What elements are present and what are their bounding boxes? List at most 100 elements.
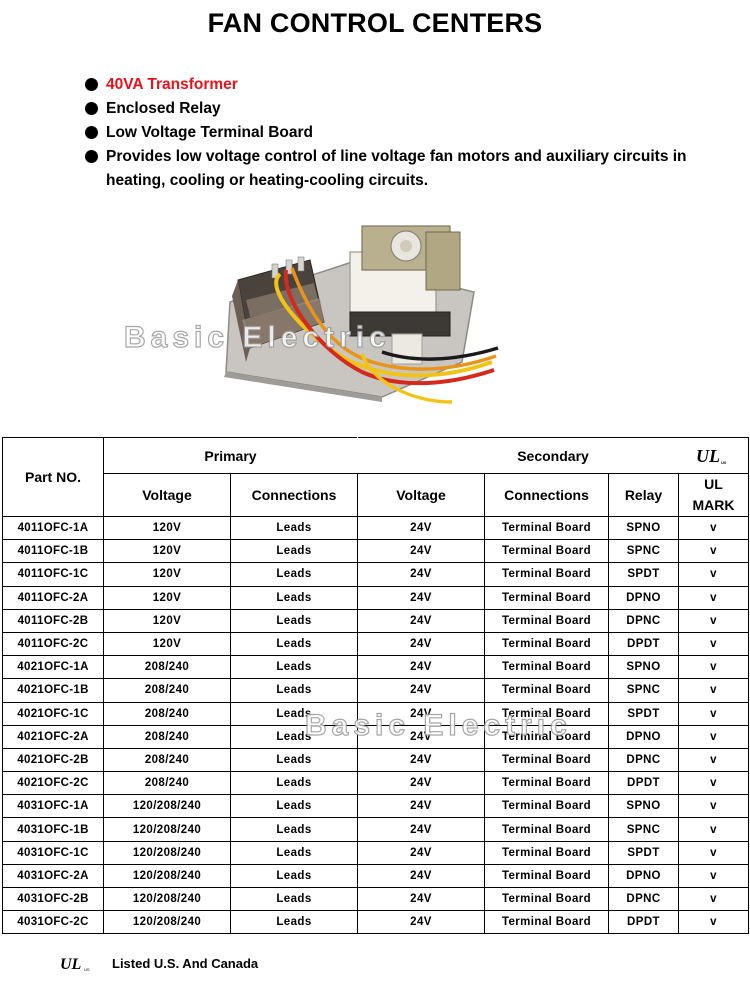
primary-connections-cell: Leads: [230, 910, 358, 935]
relay-cell: DPDT: [608, 631, 679, 657]
primary-connections-cell: Leads: [230, 515, 358, 541]
ul-mark-cell: v: [677, 794, 750, 819]
header-part-no: Part NO.: [2, 437, 104, 517]
feature-list: 40VA Transformer Enclosed Relay Low Volt…: [84, 73, 724, 193]
primary-connections-cell: Leads: [230, 771, 358, 796]
primary-connections-cell: Leads: [230, 840, 358, 865]
secondary-connections-cell: Terminal Board: [484, 655, 609, 680]
primary-voltage-cell: 120V: [103, 539, 231, 564]
primary-connections-cell: Leads: [230, 817, 358, 842]
secondary-voltage-cell: 24V: [357, 863, 485, 889]
secondary-connections-cell: Terminal Board: [484, 747, 609, 773]
ul-mark-cell: v: [677, 701, 750, 726]
svg-text:US: US: [84, 967, 90, 972]
product-photo: [224, 225, 499, 404]
primary-voltage-cell: 208/240: [103, 771, 231, 796]
feature-text: Enclosed Relay: [106, 100, 221, 117]
relay-cell: DPNC: [608, 747, 679, 773]
relay-cell: SPNC: [608, 678, 679, 703]
feature-item: Low Voltage Terminal Board: [84, 121, 724, 145]
part-no-cell: 4031OFC-2C: [2, 910, 104, 935]
relay-cell: DPNO: [608, 724, 679, 749]
ul-mark-cell: v: [677, 817, 750, 842]
secondary-connections-cell: Terminal Board: [484, 562, 609, 587]
part-no-cell: 4011OFC-2C: [2, 631, 104, 657]
header-voltage: Voltage: [103, 473, 231, 517]
primary-connections-cell: Leads: [230, 701, 358, 726]
ul-mark-cell: v: [677, 771, 750, 796]
secondary-connections-cell: Terminal Board: [484, 539, 609, 564]
bullet-dot-icon: [85, 102, 98, 115]
secondary-voltage-cell: 24V: [357, 608, 485, 633]
page-title: FAN CONTROL CENTERS: [207, 8, 543, 38]
relay-cell: DPDT: [608, 910, 679, 935]
primary-connections-cell: Leads: [230, 678, 358, 703]
header-relay: Relay: [608, 473, 679, 517]
secondary-connections-cell: Terminal Board: [484, 794, 609, 819]
primary-connections-cell: Leads: [230, 608, 358, 633]
secondary-voltage-cell: 24V: [357, 886, 485, 912]
ul-mark-cell: v: [677, 608, 750, 633]
primary-voltage-cell: 120V: [103, 515, 231, 541]
secondary-connections-cell: Terminal Board: [484, 840, 609, 865]
primary-voltage-cell: 208/240: [103, 747, 231, 773]
primary-connections-cell: Leads: [230, 631, 358, 657]
secondary-voltage-cell: 24V: [357, 631, 485, 657]
primary-voltage-cell: 120/208/240: [103, 840, 231, 865]
ul-mark-cell: v: [677, 655, 750, 680]
primary-connections-cell: Leads: [230, 794, 358, 819]
relay-cell: DPNO: [608, 863, 679, 889]
secondary-voltage-cell: 24V: [357, 585, 485, 610]
part-no-cell: 4011OFC-1C: [2, 562, 104, 587]
part-no-cell: 4031OFC-1A: [2, 794, 104, 819]
primary-voltage-cell: 120V: [103, 585, 231, 610]
part-no-cell: 4011OFC-1A: [2, 515, 104, 541]
primary-voltage-cell: 120/208/240: [103, 886, 231, 912]
primary-voltage-cell: 120V: [103, 631, 231, 657]
secondary-voltage-cell: 24V: [357, 747, 485, 773]
ul-mark-cell: v: [677, 631, 750, 657]
bullet-dot-icon: [85, 150, 98, 163]
relay-cell: SPNO: [608, 655, 679, 680]
secondary-voltage-cell: 24V: [357, 678, 485, 703]
ul-mark-cell: v: [677, 863, 750, 889]
part-no-cell: 4021OFC-2A: [2, 724, 104, 749]
part-no-cell: 4011OFC-2B: [2, 608, 104, 633]
bullet-dot-icon: [85, 78, 98, 91]
footer: UL US Listed U.S. And Canada: [58, 954, 258, 973]
secondary-voltage-cell: 24V: [357, 910, 485, 935]
ul-mark-cell: v: [677, 747, 750, 773]
part-no-cell: 4031OFC-2A: [2, 863, 104, 889]
primary-voltage-cell: 208/240: [103, 678, 231, 703]
part-no-cell: 4021OFC-2C: [2, 771, 104, 796]
primary-voltage-cell: 208/240: [103, 724, 231, 749]
primary-connections-cell: Leads: [230, 585, 358, 610]
ul-mark-cell: v: [677, 910, 750, 935]
part-no-cell: 4021OFC-1C: [2, 701, 104, 726]
feature-text: Low Voltage Terminal Board: [106, 124, 313, 141]
secondary-connections-cell: Terminal Board: [484, 817, 609, 842]
header-secondary-label: Secondary: [517, 447, 589, 464]
secondary-voltage-cell: 24V: [357, 794, 485, 819]
relay-cell: SPNO: [608, 794, 679, 819]
secondary-voltage-cell: 24V: [357, 701, 485, 726]
secondary-connections-cell: Terminal Board: [484, 608, 609, 633]
feature-item: Provides low voltage control of line vol…: [84, 145, 724, 192]
relay-cell: SPDT: [608, 701, 679, 726]
relay-cell: SPNC: [608, 817, 679, 842]
feature-item: 40VA Transformer: [84, 73, 724, 97]
part-no-cell: 4031OFC-2B: [2, 886, 104, 912]
